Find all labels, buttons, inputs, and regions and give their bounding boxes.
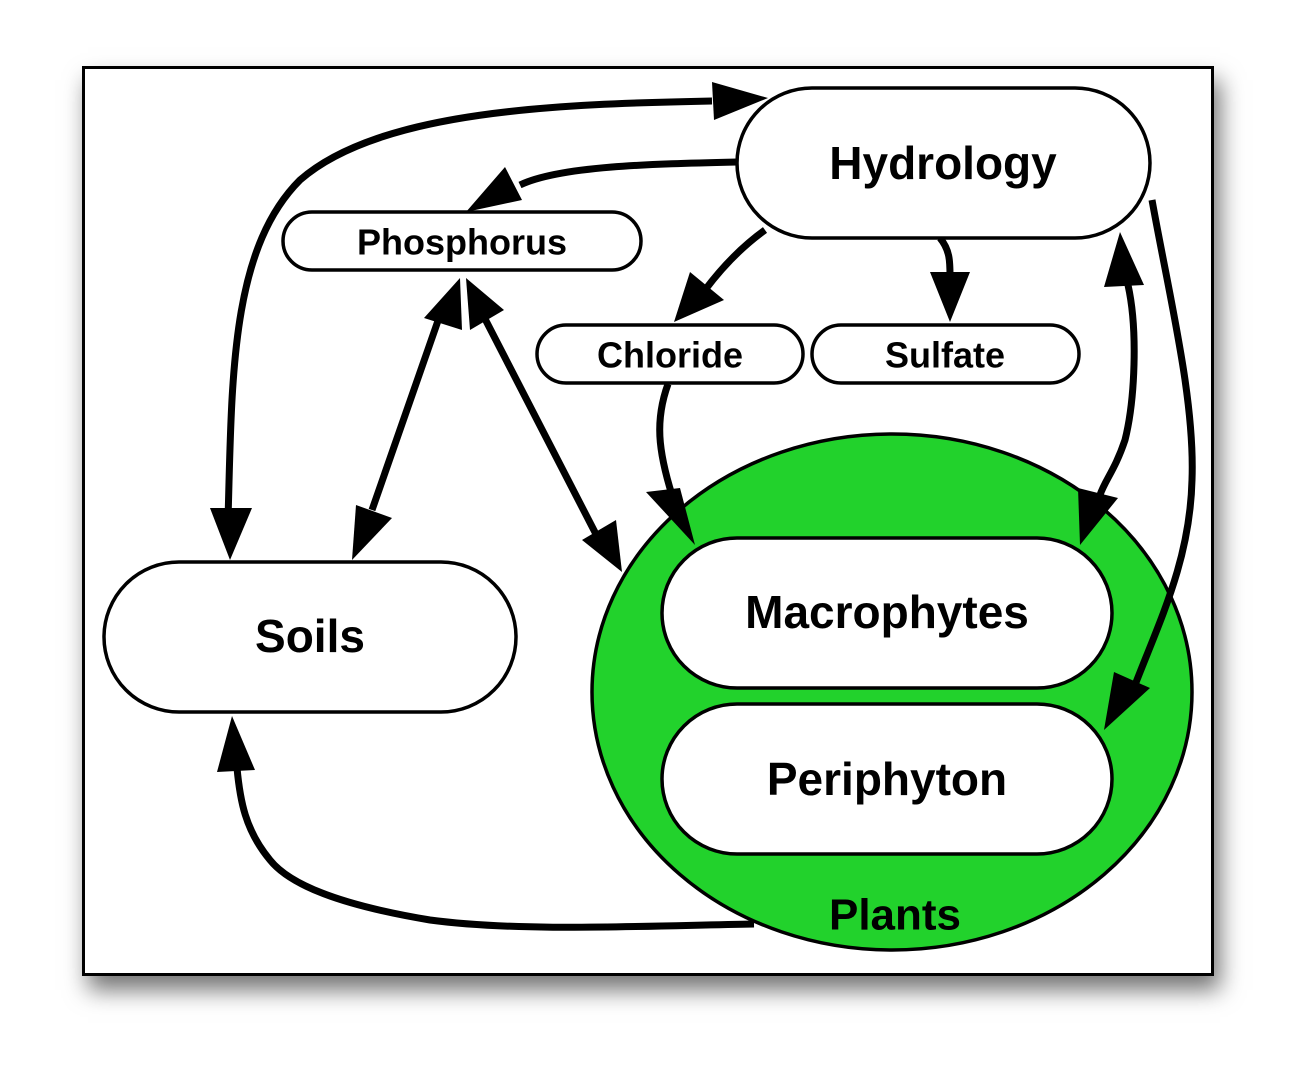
edge-soils-hydrology: [224, 97, 713, 521]
arrowhead-to-hydrology-right: [1104, 232, 1144, 287]
macrophytes-label: Macrophytes: [745, 586, 1029, 638]
node-periphyton[interactable]: Periphyton: [660, 702, 1114, 856]
arrowhead-to-plants: [582, 520, 622, 572]
edge-hydrology-periphyton: [1131, 199, 1196, 687]
soils-shape: [102, 560, 518, 714]
arrowhead-to-sulfate: [930, 272, 970, 322]
edge-hydrology-phosphorus: [518, 158, 739, 189]
macrophytes-shape: [660, 536, 1114, 690]
phosphorus-label: Phosphorus: [357, 222, 567, 263]
sulfate-label: Sulfate: [885, 335, 1005, 376]
edge-phosphorus-plants: [479, 313, 604, 544]
arrowhead-to-phosphorus-from-soils: [424, 278, 462, 330]
node-soils[interactable]: Soils: [102, 560, 518, 714]
arrowhead-to-chloride: [674, 272, 724, 322]
arrowhead-to-macrophytes-right: [1078, 488, 1118, 545]
node-phosphorus[interactable]: Phosphorus: [281, 210, 643, 272]
periphyton-label: Periphyton: [767, 753, 1007, 805]
phosphorus-shape: [281, 210, 643, 272]
chloride-shape: [535, 323, 805, 385]
edge-hydrology-chloride: [702, 227, 768, 293]
node-hydrology[interactable]: Hydrology: [735, 86, 1152, 240]
hydrology-label: Hydrology: [829, 137, 1057, 189]
edge-hydrology-macrophytes: [1096, 284, 1138, 497]
sulfate-shape: [810, 323, 1081, 385]
node-sulfate[interactable]: Sulfate: [810, 323, 1081, 385]
arrowhead-to-macrophytes: [646, 488, 695, 545]
edge-hydrology-sulfate: [937, 235, 954, 277]
arrowhead-to-phosphorus-from-plants: [466, 278, 504, 330]
arrowhead-to-periphyton: [1104, 672, 1150, 730]
edges: [210, 82, 1196, 931]
soils-label: Soils: [255, 610, 365, 662]
edge-phosphorus-soils: [368, 313, 444, 512]
node-chloride[interactable]: Chloride: [535, 323, 805, 385]
arrowhead-to-hydrology-top: [712, 82, 768, 120]
arrowhead-to-soils-top: [210, 508, 252, 560]
plants-label: Plants: [829, 891, 961, 940]
edge-chloride-macrophytes: [656, 382, 676, 497]
hydrology-shape: [735, 86, 1152, 240]
periphyton-shape: [660, 702, 1114, 856]
node-macrophytes[interactable]: Macrophytes: [660, 536, 1114, 690]
arrowhead-to-soils-bottom: [217, 716, 255, 772]
chloride-label: Chloride: [597, 335, 743, 376]
edge-plants-soils: [233, 767, 755, 931]
arrowhead-to-phosphorus: [466, 167, 522, 212]
arrowhead-to-soils-from-phosphorus: [352, 505, 392, 560]
